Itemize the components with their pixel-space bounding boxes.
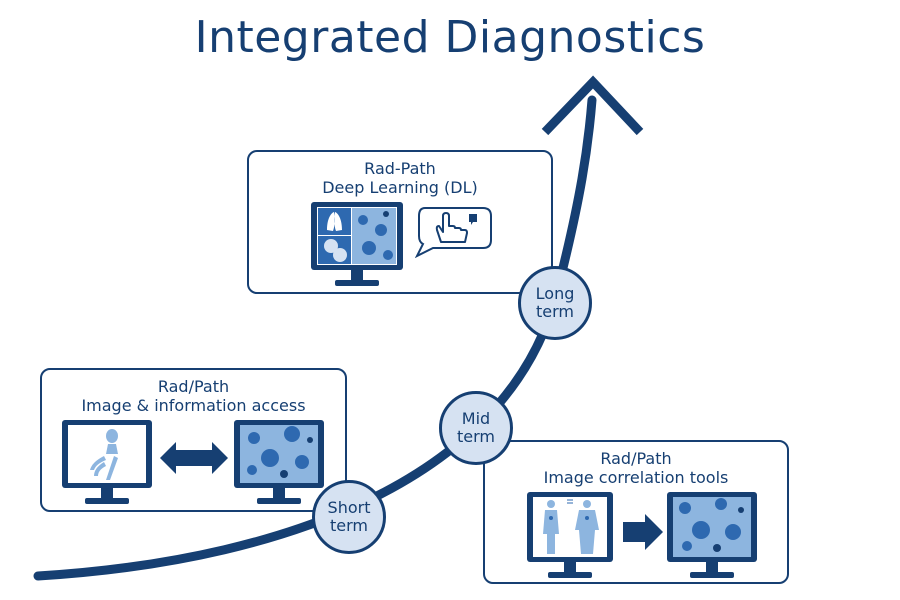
speech-bubble-icon — [414, 207, 492, 258]
page-title: Integrated Diagnostics — [194, 12, 706, 63]
correlation-tools-box: Rad/Path Image correlation tools — [483, 440, 789, 584]
correlation-tools-label-line2: Image correlation tools — [543, 468, 729, 487]
pointing-hand-icon — [435, 212, 477, 243]
deep-learning-label-line2: Deep Learning (DL) — [322, 178, 478, 197]
image-access-label-line2: Image & information access — [81, 396, 306, 415]
image-access-label-line1: Rad/Path — [157, 377, 230, 396]
deep-learning-box: Rad-Path Deep Learning (DL) — [247, 150, 553, 294]
short-term-node: Short term — [312, 480, 386, 554]
short-term-line2: term — [330, 516, 368, 535]
long-term-node: Long term — [518, 266, 592, 340]
mid-term-line2: term — [457, 427, 495, 446]
monitor-icon — [62, 420, 152, 504]
deep-learning-label-line1: Rad-Path — [364, 159, 436, 178]
body-figure-icon — [543, 500, 599, 554]
monitor-icon — [667, 492, 757, 578]
growth-curve — [33, 95, 597, 581]
arrow-head — [541, 75, 644, 136]
right-arrow-icon — [623, 514, 663, 550]
monitor-icon — [311, 202, 403, 286]
mid-term-line1: Mid — [461, 409, 491, 428]
monitor-icon — [527, 492, 613, 578]
monitor-icon — [234, 420, 324, 504]
short-term-line1: Short — [327, 498, 371, 517]
image-access-box: Rad/Path Image & information access — [40, 368, 347, 512]
double-arrow-icon — [160, 442, 228, 474]
long-term-line2: term — [536, 302, 574, 321]
correlation-tools-label-line1: Rad/Path — [600, 449, 672, 468]
mid-term-node: Mid term — [439, 391, 513, 465]
skeleton-icon — [90, 429, 118, 480]
long-term-line1: Long — [535, 284, 575, 303]
